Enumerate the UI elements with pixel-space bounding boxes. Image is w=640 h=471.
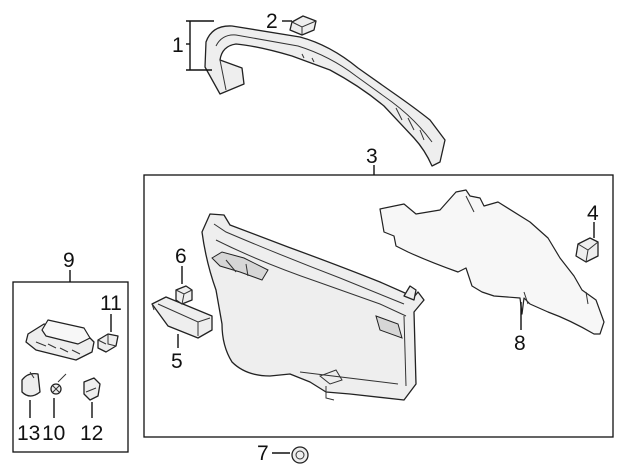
callout-3: 3 bbox=[366, 145, 378, 168]
part-12-socket bbox=[83, 377, 101, 401]
callout-1: 1 bbox=[172, 34, 184, 57]
callout-6: 6 bbox=[175, 245, 187, 268]
callout-4: 4 bbox=[587, 202, 599, 225]
part-10-screw bbox=[50, 373, 67, 395]
part-5-pull-handle bbox=[151, 296, 213, 339]
callout-11: 11 bbox=[100, 292, 122, 315]
callout-7: 7 bbox=[257, 442, 269, 465]
leader-lines bbox=[29, 20, 595, 454]
part-3-liftgate-trim-panel bbox=[201, 213, 425, 401]
callout-12: 12 bbox=[80, 422, 103, 445]
callout-9: 9 bbox=[63, 249, 75, 272]
part-1-upper-trim-molding bbox=[204, 25, 446, 167]
callout-8: 8 bbox=[514, 332, 526, 355]
callout-10: 10 bbox=[42, 422, 65, 445]
part-3-group-box bbox=[143, 174, 614, 438]
part-4-clip bbox=[575, 237, 599, 263]
callout-5: 5 bbox=[171, 350, 183, 373]
part-13-cover bbox=[21, 371, 41, 397]
part-8-insulator-panel bbox=[379, 189, 605, 335]
part-11-lamp-bulb bbox=[97, 333, 119, 353]
callout-labels: 1 2 3 4 5 6 7 8 9 10 11 12 13 bbox=[17, 10, 599, 465]
part-2-retainer-clip bbox=[289, 15, 317, 36]
callout-13: 13 bbox=[17, 422, 40, 445]
callout-2: 2 bbox=[266, 10, 278, 33]
part-9-lamp-assembly bbox=[25, 319, 95, 361]
part-6-fastener bbox=[175, 285, 193, 305]
part-7-grommet bbox=[291, 446, 309, 464]
